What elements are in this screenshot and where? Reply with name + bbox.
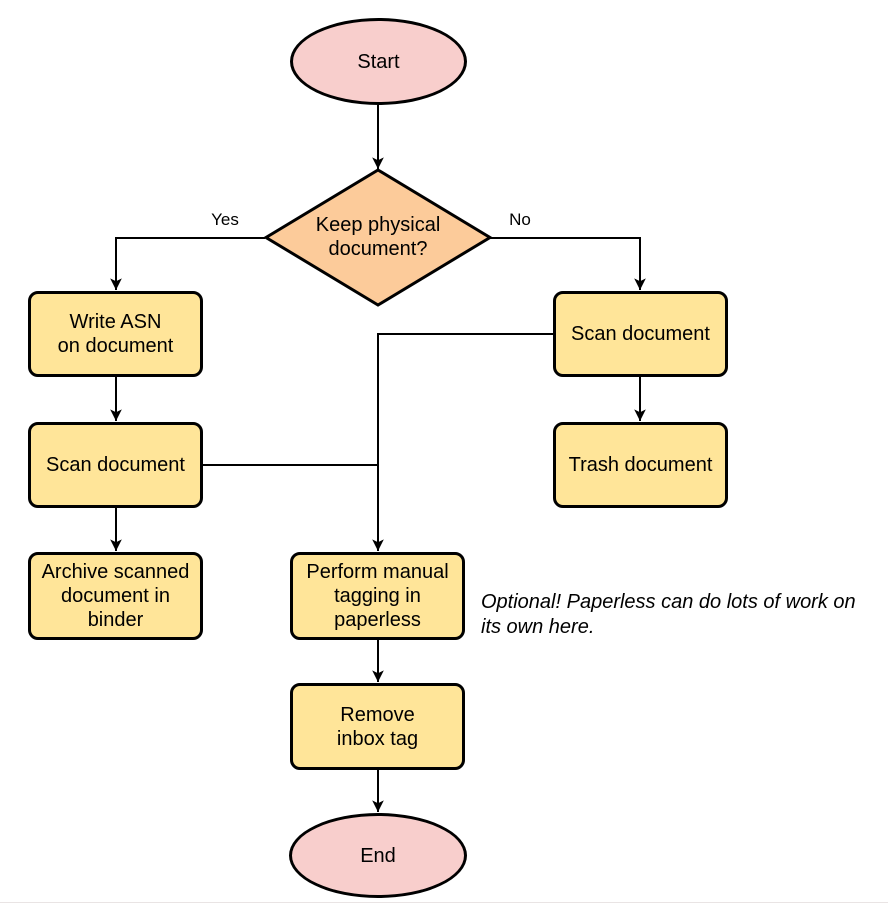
node-end: End: [289, 813, 467, 898]
bottom-divider: [0, 902, 888, 903]
node-manual-tagging-label: Perform manual tagging in paperless: [306, 561, 449, 631]
node-write-asn: Write ASN on document: [28, 291, 203, 377]
edge-label-no: No: [509, 210, 531, 229]
edge-scan-right-to-tagging: [372, 333, 553, 551]
edge-decision-yes-to-write-asn: [110, 237, 265, 290]
node-start-label: Start: [357, 50, 400, 73]
node-end-label: End: [360, 844, 396, 867]
node-scan-document-left: Scan document: [28, 422, 203, 508]
node-start: Start: [290, 18, 467, 105]
node-decision-label: Keep physical document?: [315, 214, 441, 260]
node-remove-inbox-tag: Remove inbox tag: [290, 683, 465, 770]
node-trash-document: Trash document: [553, 422, 728, 508]
diamond-polygon: [263, 168, 493, 307]
node-trash-document-label: Trash document: [568, 454, 713, 476]
node-scan-document-right-label: Scan document: [571, 323, 710, 345]
node-archive-binder-label: Archive scanned document in binder: [41, 561, 190, 631]
edge-decision-no-to-scan-right: [490, 237, 646, 290]
node-write-asn-label: Write ASN on document: [57, 311, 174, 357]
node-scan-document-left-label: Scan document: [46, 454, 185, 476]
node-remove-inbox-tag-label: Remove inbox tag: [336, 703, 419, 750]
node-scan-document-right: Scan document: [553, 291, 728, 377]
edge-label-yes: Yes: [211, 210, 239, 229]
optional-note: Optional! Paperless can do lots of work …: [481, 591, 856, 638]
node-manual-tagging: Perform manual tagging in paperless: [290, 552, 465, 640]
node-decision-shape: [263, 168, 493, 307]
node-archive-binder: Archive scanned document in binder: [28, 552, 203, 640]
